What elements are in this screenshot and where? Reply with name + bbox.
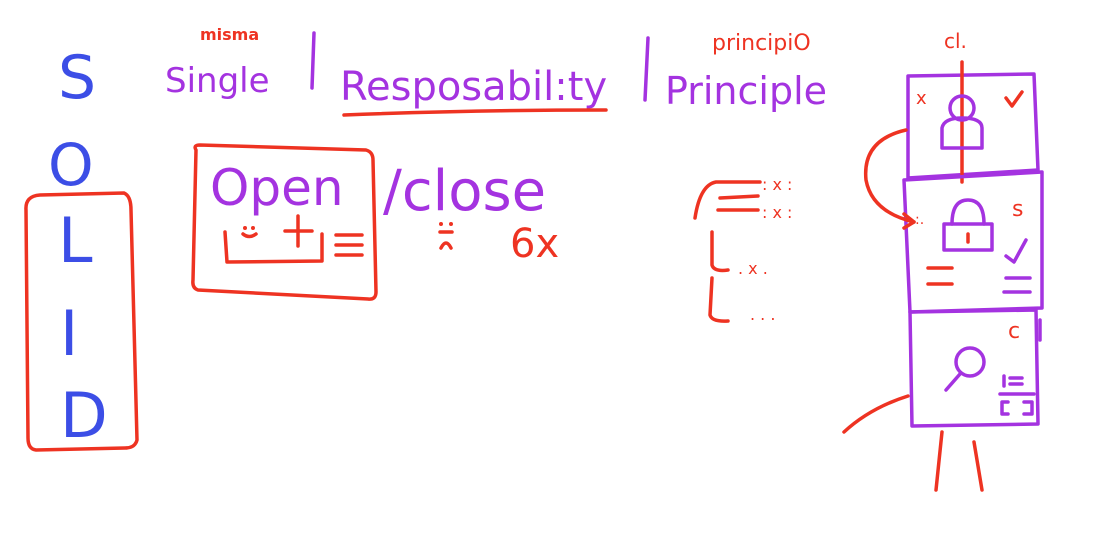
title-underline [342,108,608,117]
leg-right [972,440,984,492]
title-principle: Principle [665,69,827,113]
note-misma: misma [200,25,259,44]
open-word: Open [210,159,344,217]
lid-highlight-box [24,191,139,452]
checkmark-icon-2 [1004,238,1028,264]
solid-letter-i: I [60,297,78,370]
note-principio: principiO [712,31,811,56]
leg-left [934,430,944,492]
list-lines [334,233,364,257]
solid-acronym: S O L I D [24,43,139,452]
x-mark-icon: x [916,88,927,109]
tree-x-3: . x . [738,259,768,278]
plus-sign [283,214,314,248]
close-word: /close [383,159,546,224]
arm-line [842,394,910,434]
title-separator-1 [310,31,316,90]
six-x-mark: 6x [510,221,559,267]
solid-letter-d: D [60,379,108,452]
monitor-stack: x s :. c [842,60,1044,492]
lock-icon [942,198,994,252]
person-icon [940,94,984,150]
tree-x-1: : x : [762,175,792,194]
note-cl: cl. [944,29,967,53]
monitor-s-mark: s [1012,197,1023,222]
tree-sketch: : x : : x : . x . . . . [693,175,792,324]
solid-letter-s: S [58,43,96,113]
curved-arrow [863,128,916,224]
small-document-icon [998,374,1036,416]
solid-letter-o: O [48,131,94,199]
dots-left: :. [915,212,924,228]
solid-letter-l: L [58,204,93,277]
monitor-bottom [908,308,1040,428]
title-responsability: Resposabil:ty [340,64,607,110]
monitor-top [906,72,1040,180]
extension-sketch [223,214,364,264]
open-box [191,143,378,301]
title-separator-2 [643,36,650,102]
title-single: Single [165,61,270,101]
monitor-middle [902,170,1044,314]
tree-dots: . . . [750,305,775,324]
checkmark-icon [1004,90,1024,108]
magnifier-icon [944,346,986,392]
close-sketch: 6x [438,221,559,267]
tree-x-2: : x : [762,203,792,222]
monitor-c-mark: c [1008,319,1020,344]
